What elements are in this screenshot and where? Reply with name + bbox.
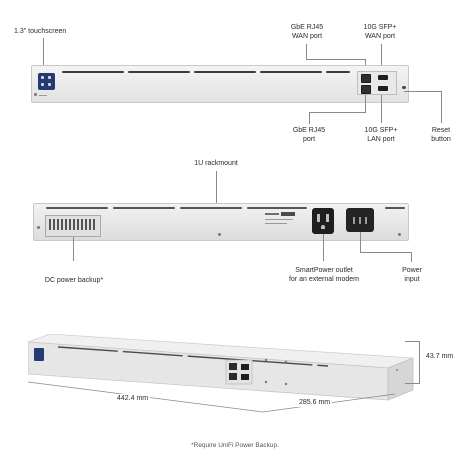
power-input-label: Power input bbox=[402, 267, 422, 283]
front-status-mark bbox=[39, 95, 47, 96]
touchscreen-label: 1.3" touchscreen bbox=[14, 28, 67, 35]
gbe-port-label: GbE RJ45 port bbox=[292, 127, 326, 143]
reset-leader-v bbox=[441, 91, 442, 123]
height-dim-top bbox=[405, 341, 420, 342]
perspective-rj45-2 bbox=[229, 373, 237, 380]
perspective-device-drawing bbox=[28, 334, 414, 401]
power-input-socket[interactable] bbox=[346, 208, 374, 232]
perspective-rj45-1 bbox=[229, 363, 237, 370]
gbe-wan-port[interactable] bbox=[361, 74, 371, 83]
dc-pin bbox=[93, 219, 95, 230]
sfp-lan-leader bbox=[381, 95, 382, 123]
gbe-port-leader-drop bbox=[309, 112, 310, 124]
smartpower-label: SmartPower outlet for an external modem bbox=[288, 267, 360, 283]
smartpower-outlet[interactable] bbox=[312, 208, 334, 234]
rear-vent-1 bbox=[46, 207, 108, 209]
rackmount-label: 1U rackmount bbox=[194, 160, 238, 167]
gbe-wan-leader-v bbox=[306, 59, 365, 60]
sfp-wan-leader bbox=[381, 44, 382, 72]
sfp-lan-port[interactable] bbox=[378, 86, 388, 91]
dc-pin bbox=[57, 219, 59, 230]
height-dim-bottom bbox=[405, 383, 420, 384]
device-side-face bbox=[387, 357, 414, 401]
outlet-ground bbox=[321, 225, 325, 229]
perspective-sfp-1 bbox=[241, 364, 249, 370]
rear-screw-mid bbox=[218, 233, 221, 236]
dc-pin bbox=[69, 219, 71, 230]
perspective-screw-2 bbox=[264, 380, 268, 384]
gbe-port-leader bbox=[365, 95, 366, 113]
iec-pin bbox=[365, 217, 367, 224]
reset-leader-h bbox=[404, 91, 442, 92]
gbe-wan-label: GbE RJ45 WAN port bbox=[290, 24, 324, 40]
dc-pin bbox=[65, 219, 67, 230]
sfp-lan-label: 10G SFP+ LAN port bbox=[364, 127, 398, 143]
gbe-wan-leader-h bbox=[306, 44, 307, 60]
dc-backup-leader bbox=[73, 237, 74, 261]
dc-pin bbox=[77, 219, 79, 230]
dc-pin bbox=[53, 219, 55, 230]
dc-pin bbox=[85, 219, 87, 230]
rear-screw-left bbox=[37, 226, 40, 229]
rear-vent-3 bbox=[180, 207, 242, 209]
rear-label-plate bbox=[263, 211, 297, 229]
gbe-lan-port[interactable] bbox=[361, 85, 371, 94]
front-vent-3 bbox=[194, 71, 256, 73]
sfp-wan-port[interactable] bbox=[378, 75, 388, 80]
height-dim-line bbox=[419, 341, 420, 384]
rear-vent-4 bbox=[247, 207, 307, 209]
sfp-wan-label: 10G SFP+ WAN port bbox=[363, 24, 397, 40]
rackmount-leader bbox=[216, 171, 217, 204]
dc-pin bbox=[73, 219, 75, 230]
plate-line bbox=[265, 213, 279, 215]
outlet-slot bbox=[317, 214, 320, 222]
height-dimension-label: 43.7 mm bbox=[426, 353, 454, 360]
power-input-leader-h bbox=[360, 252, 412, 253]
plate-line bbox=[281, 212, 295, 216]
rear-vent-5 bbox=[385, 207, 405, 209]
iec-pin bbox=[353, 217, 355, 224]
depth-dimension-label: 285.6 mm bbox=[297, 398, 333, 407]
screen-icon-2 bbox=[48, 76, 51, 79]
touchscreen-display[interactable] bbox=[38, 73, 55, 90]
gbe-port-leader-h bbox=[309, 112, 366, 113]
screen-icon-3 bbox=[41, 83, 44, 86]
smartpower-leader bbox=[323, 234, 324, 261]
rear-screw-right bbox=[398, 233, 401, 236]
front-vent-2 bbox=[128, 71, 190, 73]
screen-icon-4 bbox=[48, 83, 51, 86]
perspective-screw-5 bbox=[396, 369, 398, 371]
perspective-sfp-2 bbox=[241, 374, 249, 380]
dc-pin bbox=[61, 219, 63, 230]
reset-label: Reset button bbox=[431, 127, 451, 143]
dc-pin bbox=[89, 219, 91, 230]
plate-line bbox=[265, 219, 293, 220]
perspective-screw-1 bbox=[264, 358, 268, 362]
touchscreen-leader-line bbox=[43, 38, 44, 72]
power-input-leader-v bbox=[360, 232, 361, 253]
width-dimension-label: 442.4 mm bbox=[115, 394, 151, 403]
iec-pin bbox=[359, 217, 361, 224]
perspective-screw-3 bbox=[284, 360, 288, 364]
perspective-touchscreen bbox=[34, 348, 44, 361]
reset-button[interactable] bbox=[402, 86, 406, 89]
plate-line bbox=[265, 223, 287, 224]
perspective-screw-4 bbox=[284, 382, 288, 386]
rear-vent-2 bbox=[113, 207, 175, 209]
front-vent-4 bbox=[260, 71, 322, 73]
width-depth-dimension-lines bbox=[27, 381, 396, 413]
dc-backup-label: DC power backup* bbox=[44, 277, 104, 284]
power-input-leader-drop bbox=[411, 252, 412, 262]
footnote: *Require UniFi Power Backup. bbox=[191, 442, 279, 449]
dc-pin bbox=[49, 219, 51, 230]
front-vent-line bbox=[57, 346, 329, 367]
front-vent-5 bbox=[326, 71, 350, 73]
screen-icon-1 bbox=[41, 76, 44, 79]
outlet-slot bbox=[326, 214, 329, 222]
front-screw-left bbox=[34, 93, 37, 96]
dc-pin bbox=[81, 219, 83, 230]
front-vent-1 bbox=[62, 71, 124, 73]
